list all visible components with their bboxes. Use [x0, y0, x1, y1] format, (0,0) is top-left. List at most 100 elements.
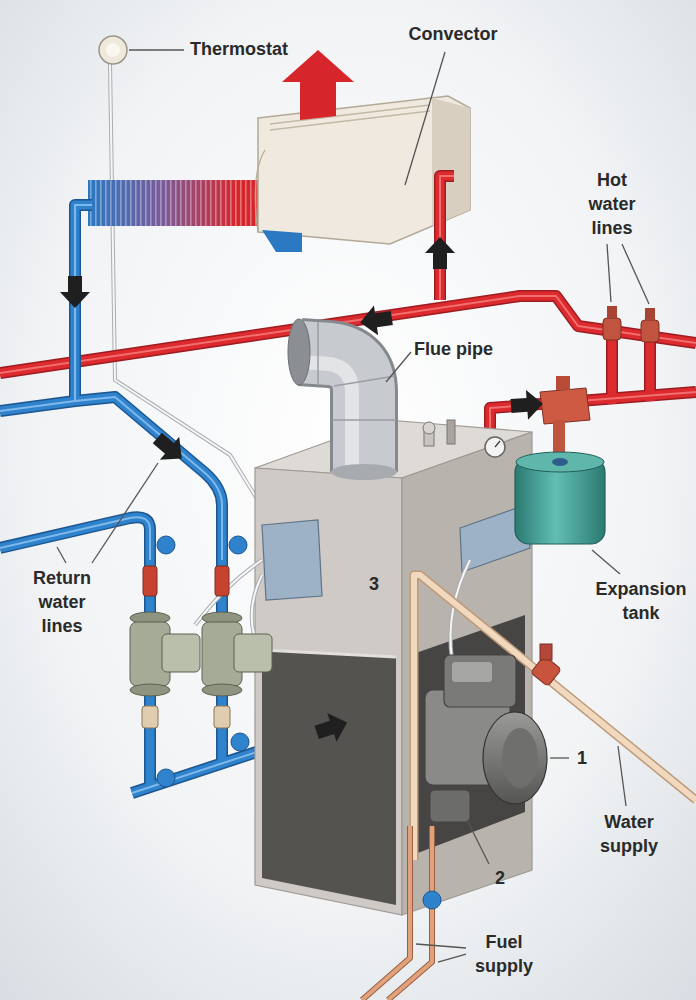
- hot-water-pipe: [646, 334, 655, 401]
- circulator-pump: [202, 684, 242, 696]
- leader-line: [57, 463, 158, 563]
- leader-line: [607, 244, 611, 302]
- flue-pipe: [300, 362, 352, 472]
- thermostat-symbol: [106, 43, 120, 57]
- part-label: Thermostat: [190, 37, 320, 61]
- fuel-line: [362, 826, 441, 1000]
- circulator-pump: [157, 769, 175, 787]
- circulator-pump: [234, 634, 272, 672]
- convector-cabinet: [270, 111, 430, 130]
- leader-line: [57, 547, 66, 563]
- hot-water-pipe: [440, 176, 454, 300]
- zone-valve: [540, 306, 659, 424]
- oil-burner: [430, 790, 470, 822]
- fuel-line: [362, 826, 410, 1000]
- flow-arrow: [425, 237, 455, 269]
- leader-line: [592, 550, 620, 574]
- thermostat-symbol: [99, 36, 127, 64]
- pressure-gauge: [485, 437, 505, 457]
- return-water-pipe: [0, 517, 150, 560]
- leader-line: [416, 944, 466, 948]
- flow-arrow: [60, 276, 90, 308]
- fuel-line: [388, 826, 432, 1000]
- flow-arrow: [358, 303, 394, 337]
- zone-valve: [645, 308, 655, 320]
- water-supply-pipe: [414, 575, 696, 860]
- pressure-gauge: [485, 437, 505, 457]
- callout-number: 3: [362, 572, 386, 596]
- thermostat-symbol: [99, 36, 127, 64]
- return-water-pipe: [0, 397, 222, 560]
- leader-line: [405, 52, 445, 185]
- fuel-line: [423, 891, 441, 909]
- control-box: [262, 520, 322, 600]
- hot-water-pipe: [440, 176, 454, 300]
- zone-valve: [607, 306, 617, 318]
- oil-burner: [425, 655, 547, 822]
- thermostat-wire: [110, 63, 270, 520]
- boiler-cabinet: [262, 650, 396, 905]
- boiler-cabinet: [402, 432, 532, 915]
- flue-pipe: [300, 352, 364, 472]
- warm-air-arrow: [282, 50, 354, 120]
- leader-line: [92, 463, 158, 563]
- thermostat-wire: [110, 63, 270, 520]
- oil-burner: [483, 712, 547, 804]
- zone-valve: [641, 320, 659, 342]
- flue-opening: [288, 319, 310, 385]
- hot-water-pipe: [606, 330, 618, 404]
- circulator-pump: [142, 706, 158, 728]
- water-supply-pipe: [414, 575, 696, 860]
- circulator-pump: [214, 706, 230, 728]
- warm-air-arrow: [282, 50, 354, 120]
- fuel-line: [388, 826, 432, 1000]
- return-water-pipe: [0, 397, 222, 560]
- circulator-pump: [229, 536, 247, 554]
- zone-valve: [603, 318, 621, 340]
- leader-line: [416, 944, 466, 962]
- circulator-pump: [130, 684, 170, 696]
- flow-arrow: [148, 427, 192, 471]
- expansion-tank: [552, 458, 568, 466]
- cool-air-arrow: [262, 230, 302, 252]
- part-label: Convector: [398, 22, 508, 46]
- relief-valve: [423, 420, 455, 446]
- leader-line: [618, 746, 626, 806]
- part-label: Water supply: [583, 810, 675, 858]
- circulator-pump: [157, 536, 175, 554]
- leader-line: [468, 758, 569, 864]
- expansion-tank: [515, 420, 605, 544]
- circulator-pump: [143, 566, 157, 596]
- leader-line: [607, 244, 649, 304]
- water-supply-pipe: [414, 575, 696, 860]
- oil-burner: [444, 655, 516, 707]
- oil-burner: [452, 662, 492, 682]
- flow-arrow: [510, 389, 544, 421]
- flow-arrow: [60, 237, 544, 747]
- zone-valve: [556, 376, 570, 390]
- flue-pipe: [332, 419, 396, 421]
- fuel-line: [362, 826, 410, 1000]
- pressure-reducing-valve: [531, 644, 562, 686]
- leader-line: [129, 49, 184, 50]
- leader-line: [129, 49, 184, 50]
- relief-valve: [423, 422, 435, 434]
- flue-opening: [331, 464, 397, 480]
- thermostat-wire: [110, 63, 270, 520]
- part-label: Flue pipe: [414, 337, 524, 361]
- part-label: Hot water lines: [577, 168, 647, 240]
- flue-pipe: [334, 376, 395, 386]
- hot-water-pipe: [644, 334, 656, 401]
- flue-pipe: [300, 322, 396, 472]
- flue-opening: [288, 319, 397, 480]
- flow-arrow: [312, 708, 352, 746]
- expansion-tank: [516, 452, 604, 472]
- leader-line: [438, 954, 466, 962]
- leader-line: [622, 244, 649, 304]
- boiler-cabinet: [255, 468, 402, 915]
- boiler-cabinet: [262, 650, 396, 657]
- leader-line: [592, 550, 620, 574]
